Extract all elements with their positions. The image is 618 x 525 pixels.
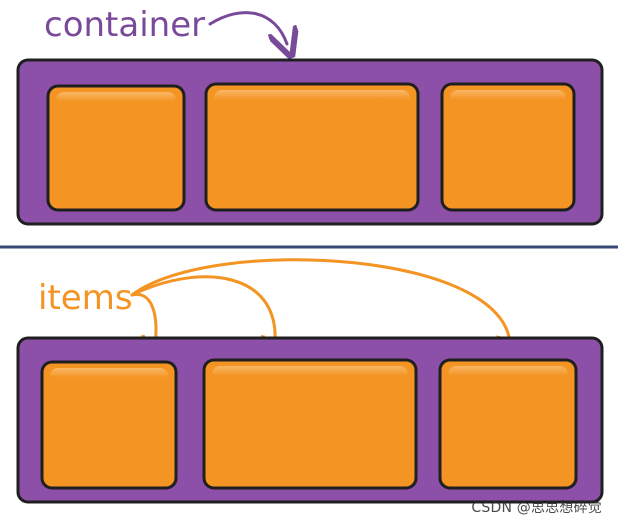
container-label: container (44, 5, 205, 45)
items-arrow (130, 275, 275, 352)
watermark: CSDN @思思想碎觉 (471, 500, 602, 516)
flex-item (40, 360, 178, 490)
flex-item (204, 82, 420, 212)
container-arrow (208, 11, 287, 44)
items-label: items (38, 278, 133, 318)
flex-item (46, 84, 186, 212)
flex-item (202, 358, 418, 490)
bottom-panel: items (16, 258, 604, 504)
flex-item (438, 358, 578, 490)
items-arrow (130, 258, 510, 352)
flex-item (440, 82, 576, 212)
top-panel: container (16, 5, 604, 226)
